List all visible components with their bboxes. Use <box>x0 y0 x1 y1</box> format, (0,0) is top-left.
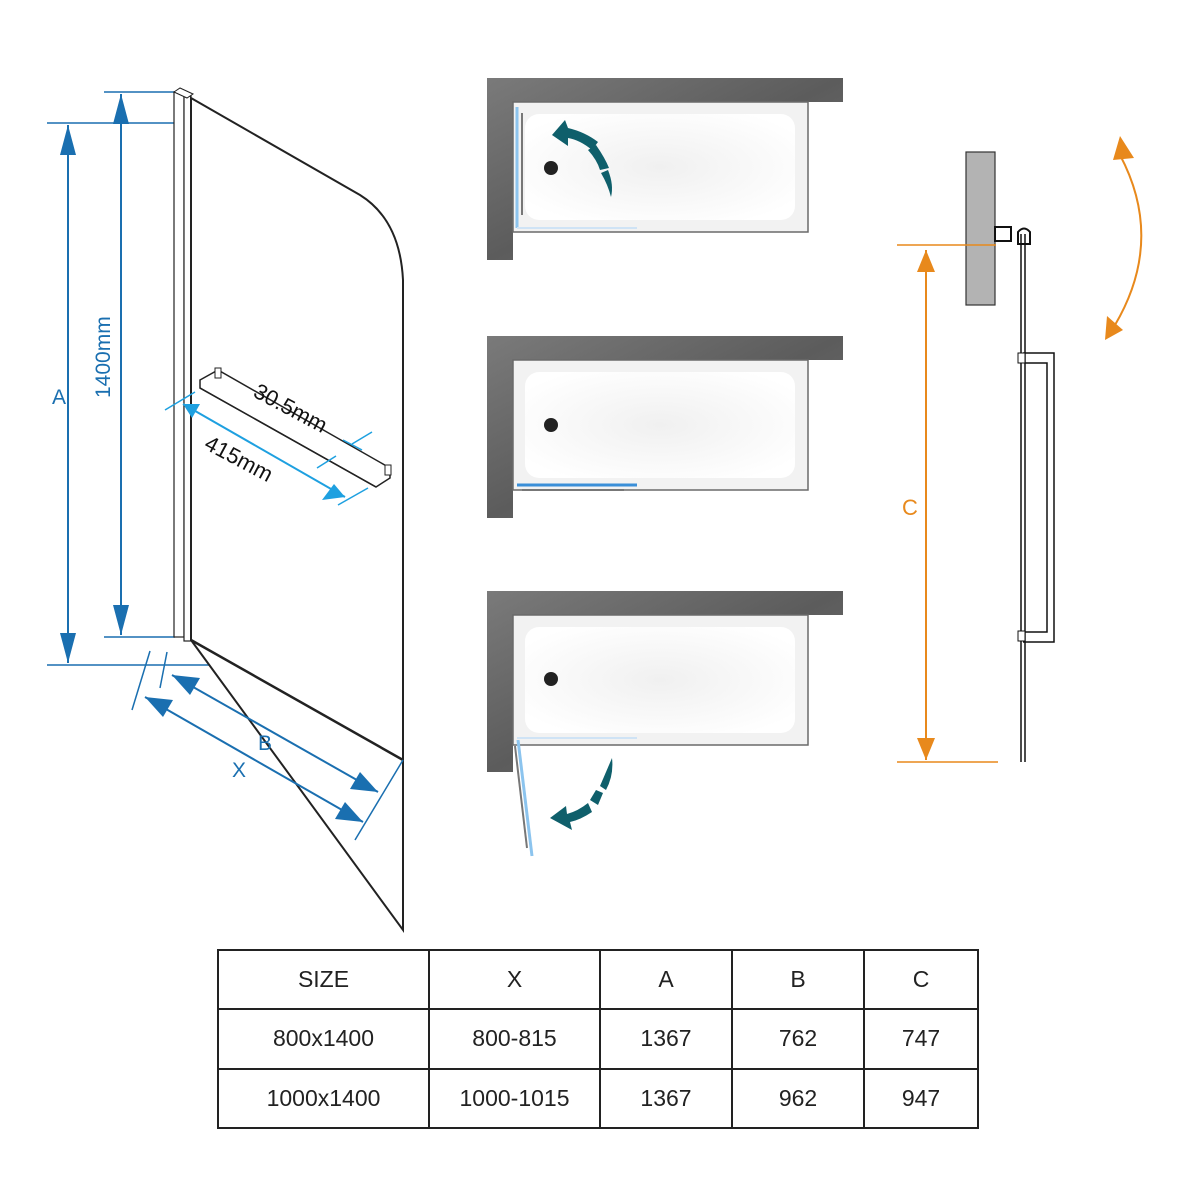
dim-b-ext-left <box>159 651 168 689</box>
handle-mount-bottom <box>1017 630 1026 642</box>
table-cell: 1367 <box>599 1067 733 1130</box>
dim-offset-ext <box>342 439 363 451</box>
table-header-cell: C <box>863 948 979 1011</box>
dim-bx-ext-right <box>354 759 404 841</box>
dim-b-arrow-left <box>172 675 200 695</box>
dim-b-line <box>171 674 379 793</box>
wall-corner <box>487 591 843 772</box>
dim-height-arrow-up <box>113 94 129 124</box>
table-header-row: SIZE X A B C <box>217 948 979 1011</box>
table-cell: 1000x1400 <box>217 1067 430 1130</box>
swing-arrow-down-icon <box>1105 316 1123 340</box>
glass-bottom-edge <box>190 638 404 762</box>
table-header-cell: B <box>731 948 865 1011</box>
table-cell: 1000-1015 <box>428 1067 601 1130</box>
bathtub-basin <box>525 372 795 478</box>
wall-corner <box>487 336 843 518</box>
dim-handle-ext-right <box>337 487 369 506</box>
curved-arrow-outward-icon <box>550 758 613 830</box>
table-cell: 747 <box>863 1008 979 1070</box>
handle-mount-top <box>1017 352 1026 364</box>
bathtub-basin <box>525 627 795 733</box>
drain-icon <box>544 672 558 686</box>
glass-panel <box>190 96 404 934</box>
drain-icon <box>544 161 558 175</box>
wall-profile-inner <box>183 95 192 642</box>
table-cell: 962 <box>731 1067 865 1130</box>
dim-c-label: C <box>902 495 918 520</box>
glass-panel-open <box>516 739 534 857</box>
dim-offset-arrow-top <box>351 431 373 445</box>
table-cell: 1367 <box>599 1008 733 1070</box>
dim-a-label: A <box>52 386 66 409</box>
handle-side-outer <box>1023 352 1055 643</box>
table-cell: 800-815 <box>428 1008 601 1070</box>
handle-top-view <box>514 745 528 849</box>
swing-arc <box>1114 154 1143 326</box>
top-view-closed <box>487 336 843 518</box>
hinge <box>1017 227 1031 245</box>
dim-height-label: 1400mm <box>92 316 115 398</box>
wall-profile <box>173 91 185 638</box>
handle-side-inner <box>1025 362 1048 633</box>
profile-cap <box>172 87 195 99</box>
top-view-open-inward <box>487 78 843 260</box>
table-cell: 947 <box>863 1067 979 1130</box>
towel-bar-handle <box>199 367 392 488</box>
dim-handle-ext-left <box>164 391 196 411</box>
dim-x-arrow-left <box>145 697 173 717</box>
dim-c-arrow-down <box>917 738 935 760</box>
dim-height-arrow-down <box>113 605 129 635</box>
table-header-cell: A <box>599 948 733 1011</box>
wall-section <box>965 151 996 306</box>
table-cell: 800x1400 <box>217 1008 430 1070</box>
table-header-cell: SIZE <box>217 948 430 1011</box>
table-row: 1000x1400 1000-1015 1367 962 947 <box>217 1067 979 1130</box>
size-table: SIZE X A B C 800x1400 800-815 1367 762 7… <box>217 948 979 1130</box>
dim-c-arrow-up <box>917 250 935 272</box>
table-row: 800x1400 800-815 1367 762 747 <box>217 1008 979 1070</box>
dim-handle-arrow-right <box>322 484 345 500</box>
side-view: C <box>897 136 1143 763</box>
curved-arrow-inward-icon <box>552 120 612 197</box>
table-header-cell: X <box>428 948 601 1011</box>
table-cell: 762 <box>731 1008 865 1070</box>
swing-arrow-up-icon <box>1113 136 1134 160</box>
hinge-bracket <box>994 226 1012 242</box>
dim-a-arrow-up <box>60 125 76 155</box>
dim-b-arrow-right <box>350 772 378 792</box>
dim-x-ext-left <box>131 650 151 711</box>
dim-handle-arrow-left <box>183 404 200 418</box>
top-view-open-outward <box>487 591 843 857</box>
drain-icon <box>544 418 558 432</box>
wall-corner <box>487 78 843 260</box>
dim-x-label: X <box>232 759 246 782</box>
dim-x-arrow-right <box>335 802 363 822</box>
dim-handle-length-line <box>182 403 346 498</box>
dim-b-label: B <box>258 732 272 755</box>
dim-a-arrow-down <box>60 633 76 663</box>
front-view: A 1400mm 415mm 30.5mm <box>47 87 404 934</box>
dim-offset-arrow-bottom <box>316 455 337 469</box>
dim-x-line <box>144 696 364 823</box>
